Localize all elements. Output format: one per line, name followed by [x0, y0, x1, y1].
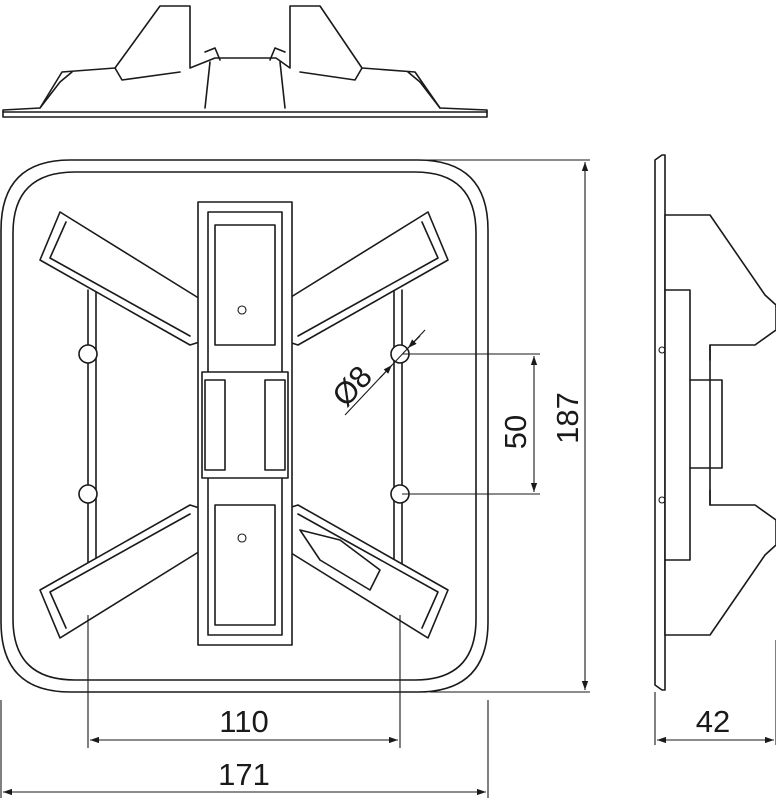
dim-110: 110 — [219, 704, 268, 739]
dim-171: 171 — [218, 757, 270, 792]
dimension-lines — [0, 159, 776, 798]
dim-42: 42 — [696, 704, 730, 739]
mounting-hole — [78, 484, 98, 504]
dim-187: 187 — [550, 392, 585, 444]
plan-view — [0, 159, 489, 693]
top-view — [2, 5, 488, 118]
side-view — [654, 154, 776, 691]
mounting-hole — [78, 344, 98, 364]
dim-50: 50 — [498, 415, 533, 449]
